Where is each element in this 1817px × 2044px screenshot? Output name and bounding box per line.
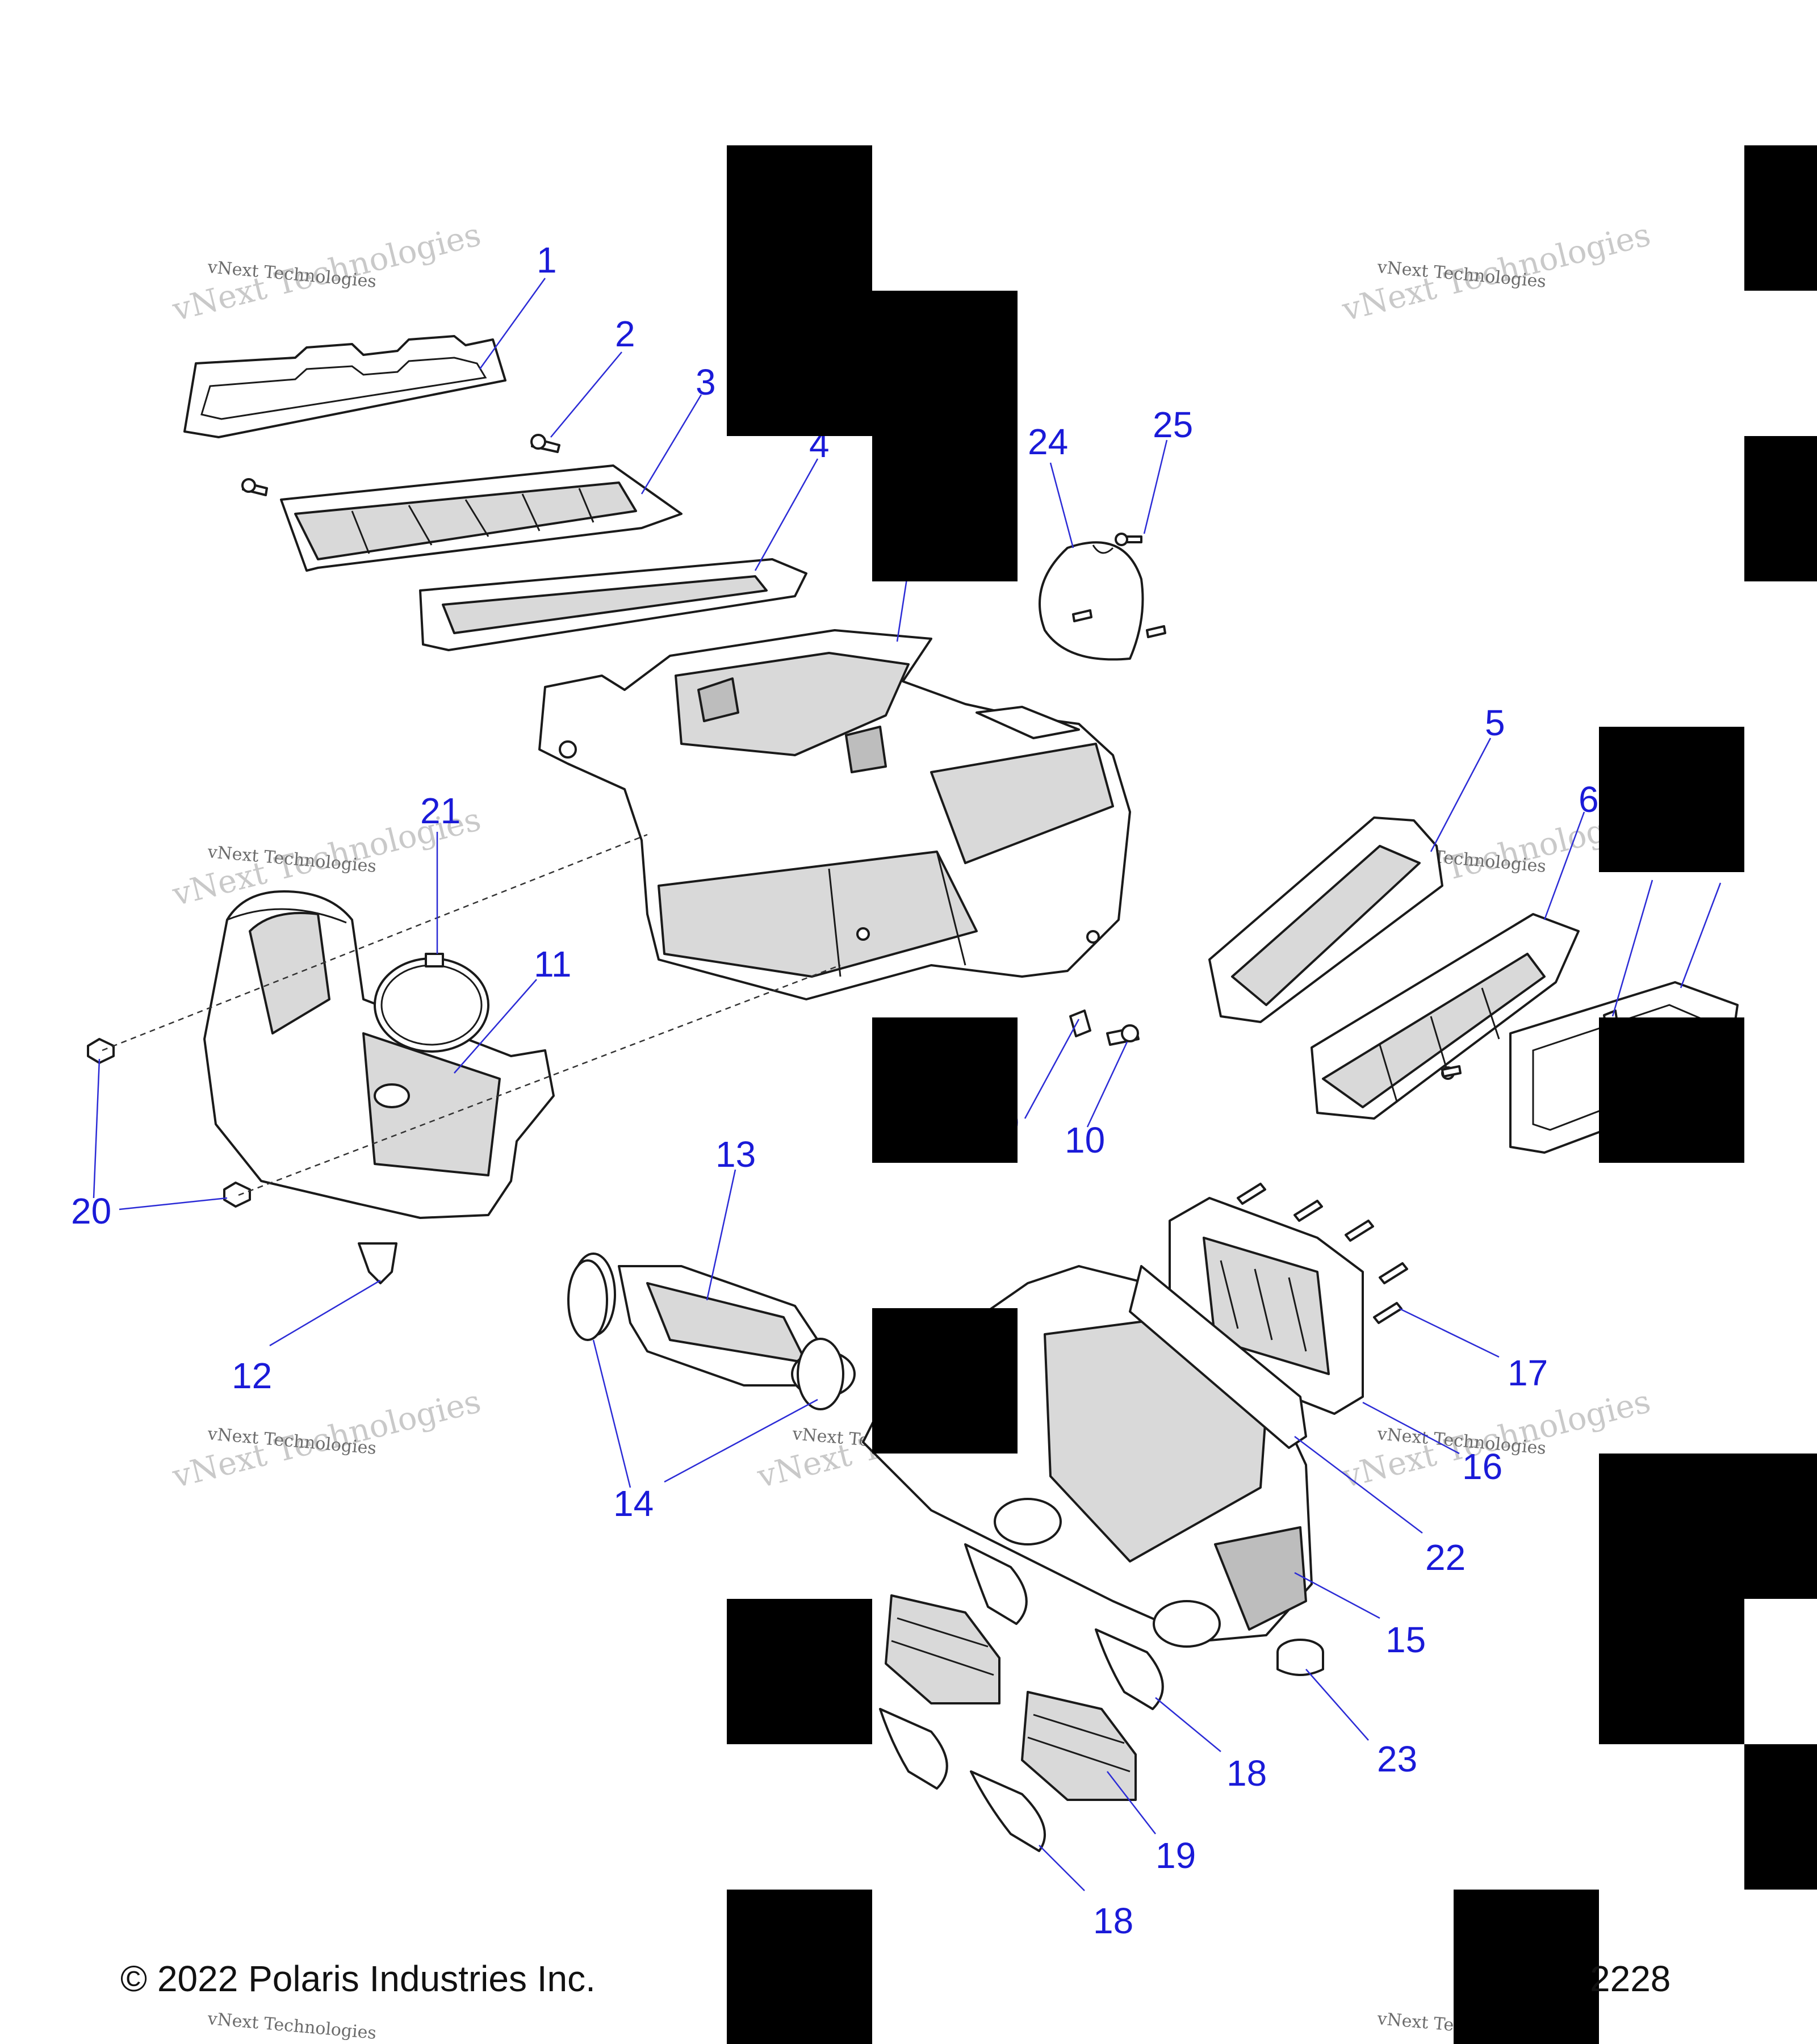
callout-1: 1 (537, 240, 557, 280)
part-20-rivet (87, 1038, 251, 1208)
redaction-block (1599, 1017, 1744, 1163)
part-1-gasket (183, 335, 506, 438)
redaction-block (727, 1890, 872, 2044)
part-10-bolt (1106, 1024, 1140, 1046)
watermark-front: vNext Technologies (206, 2009, 377, 2043)
part-22-seal (1129, 1265, 1307, 1449)
copyright-notice: © 2022 Polaris Industries Inc. (120, 1958, 596, 1999)
callout-24: 24 (1028, 421, 1068, 462)
part-2-screw (241, 434, 560, 496)
part-number: 2228 (1590, 1958, 1671, 1999)
callout-13: 13 (715, 1134, 756, 1175)
alignment-lines (102, 833, 841, 1196)
redaction-block (727, 1599, 872, 1744)
leader-lines (93, 278, 1722, 1891)
callout-25: 25 (1153, 404, 1193, 445)
callout-15: 15 (1385, 1619, 1426, 1660)
callout-11: 11 (534, 944, 571, 985)
redaction-block (1454, 1890, 1599, 2044)
callout-2: 2 (615, 313, 635, 354)
callout-18: 18 (1226, 1753, 1267, 1794)
callout-21: 21 (420, 790, 460, 831)
redaction-block (872, 291, 1018, 581)
redaction-block (1744, 1744, 1817, 1890)
part-12-grommet (358, 1242, 397, 1284)
redaction-block (1744, 145, 1817, 291)
callout-5: 5 (1485, 702, 1505, 743)
callout-16: 16 (1462, 1446, 1502, 1487)
redaction-block (1744, 1454, 1817, 1599)
part-19-coupler (885, 1594, 1137, 1801)
callout-3: 3 (696, 362, 716, 403)
callout-19: 19 (1155, 1835, 1196, 1876)
part-9-nut (1069, 1010, 1091, 1037)
callout-6: 6 (1579, 779, 1599, 820)
callout-18-lower: 18 (1093, 1900, 1133, 1941)
redaction-block (1599, 1454, 1744, 1744)
part-4-intake-screen (419, 558, 807, 651)
callout-17: 17 (1508, 1352, 1548, 1393)
callout-12: 12 (232, 1355, 272, 1396)
redaction-block (872, 1017, 1018, 1163)
part-14-clamp (567, 1259, 844, 1410)
part-23-plug (1276, 1639, 1324, 1676)
callout-22: 22 (1425, 1537, 1466, 1578)
callout-14: 14 (613, 1483, 654, 1524)
callout-23: 23 (1377, 1739, 1417, 1779)
callout-10: 10 (1065, 1120, 1105, 1161)
part-18-clamp (879, 1543, 1164, 1852)
airbox-upper-housing (538, 629, 1131, 1000)
redaction-block (1599, 727, 1744, 872)
part-21-clamp (374, 953, 489, 1053)
part-24-cover-plate (1039, 541, 1144, 661)
part-6-intake-grille (1311, 913, 1580, 1120)
redaction-block (727, 145, 872, 436)
part-25-screw (1072, 533, 1166, 638)
callout-20: 20 (71, 1191, 111, 1232)
redaction-block (1744, 436, 1817, 581)
part-5-intake-screen (1208, 816, 1443, 1023)
part-11-intake-duct (203, 890, 555, 1219)
redaction-blocks (727, 145, 1817, 2044)
redaction-block (872, 1308, 1018, 1454)
part-17-screw (1237, 1183, 1408, 1324)
part-3-intake-grille (280, 464, 683, 572)
